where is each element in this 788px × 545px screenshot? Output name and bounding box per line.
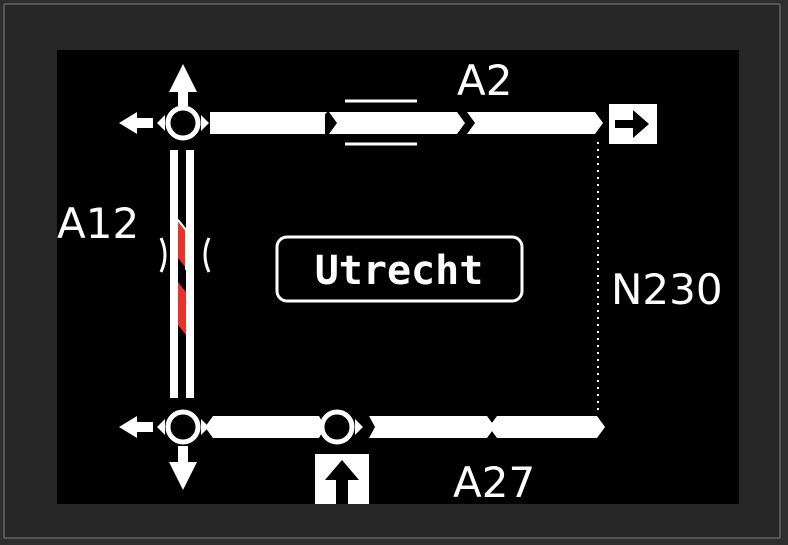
- a2-road[interactable]: [210, 112, 603, 134]
- junction-icon[interactable]: [119, 409, 209, 490]
- road-label-a27: A27: [453, 458, 535, 504]
- congestion-segment-1: [178, 218, 186, 268]
- congestion-segment-2: [178, 282, 186, 335]
- display-frame: Utrecht A2 A12 N230 A27: [3, 3, 781, 539]
- tunnel-icon: [159, 237, 211, 273]
- a27-road[interactable]: [205, 416, 605, 438]
- bridge-icon: [345, 99, 417, 146]
- road-label-a2: A2: [457, 56, 512, 105]
- entry-arrow-icon[interactable]: [315, 454, 369, 504]
- road-label-n230: N230: [611, 265, 723, 314]
- junction-icon[interactable]: [119, 64, 209, 141]
- city-label-box: Utrecht: [275, 235, 524, 303]
- road-label-a12: A12: [57, 199, 139, 248]
- exit-arrow-icon[interactable]: [609, 104, 657, 144]
- city-label: Utrecht: [315, 248, 484, 294]
- a12-road[interactable]: [170, 150, 194, 398]
- traffic-map: Utrecht A2 A12 N230 A27: [57, 56, 723, 504]
- traffic-map-screen: Utrecht A2 A12 N230 A27: [57, 50, 739, 504]
- junction-icon[interactable]: [311, 409, 363, 445]
